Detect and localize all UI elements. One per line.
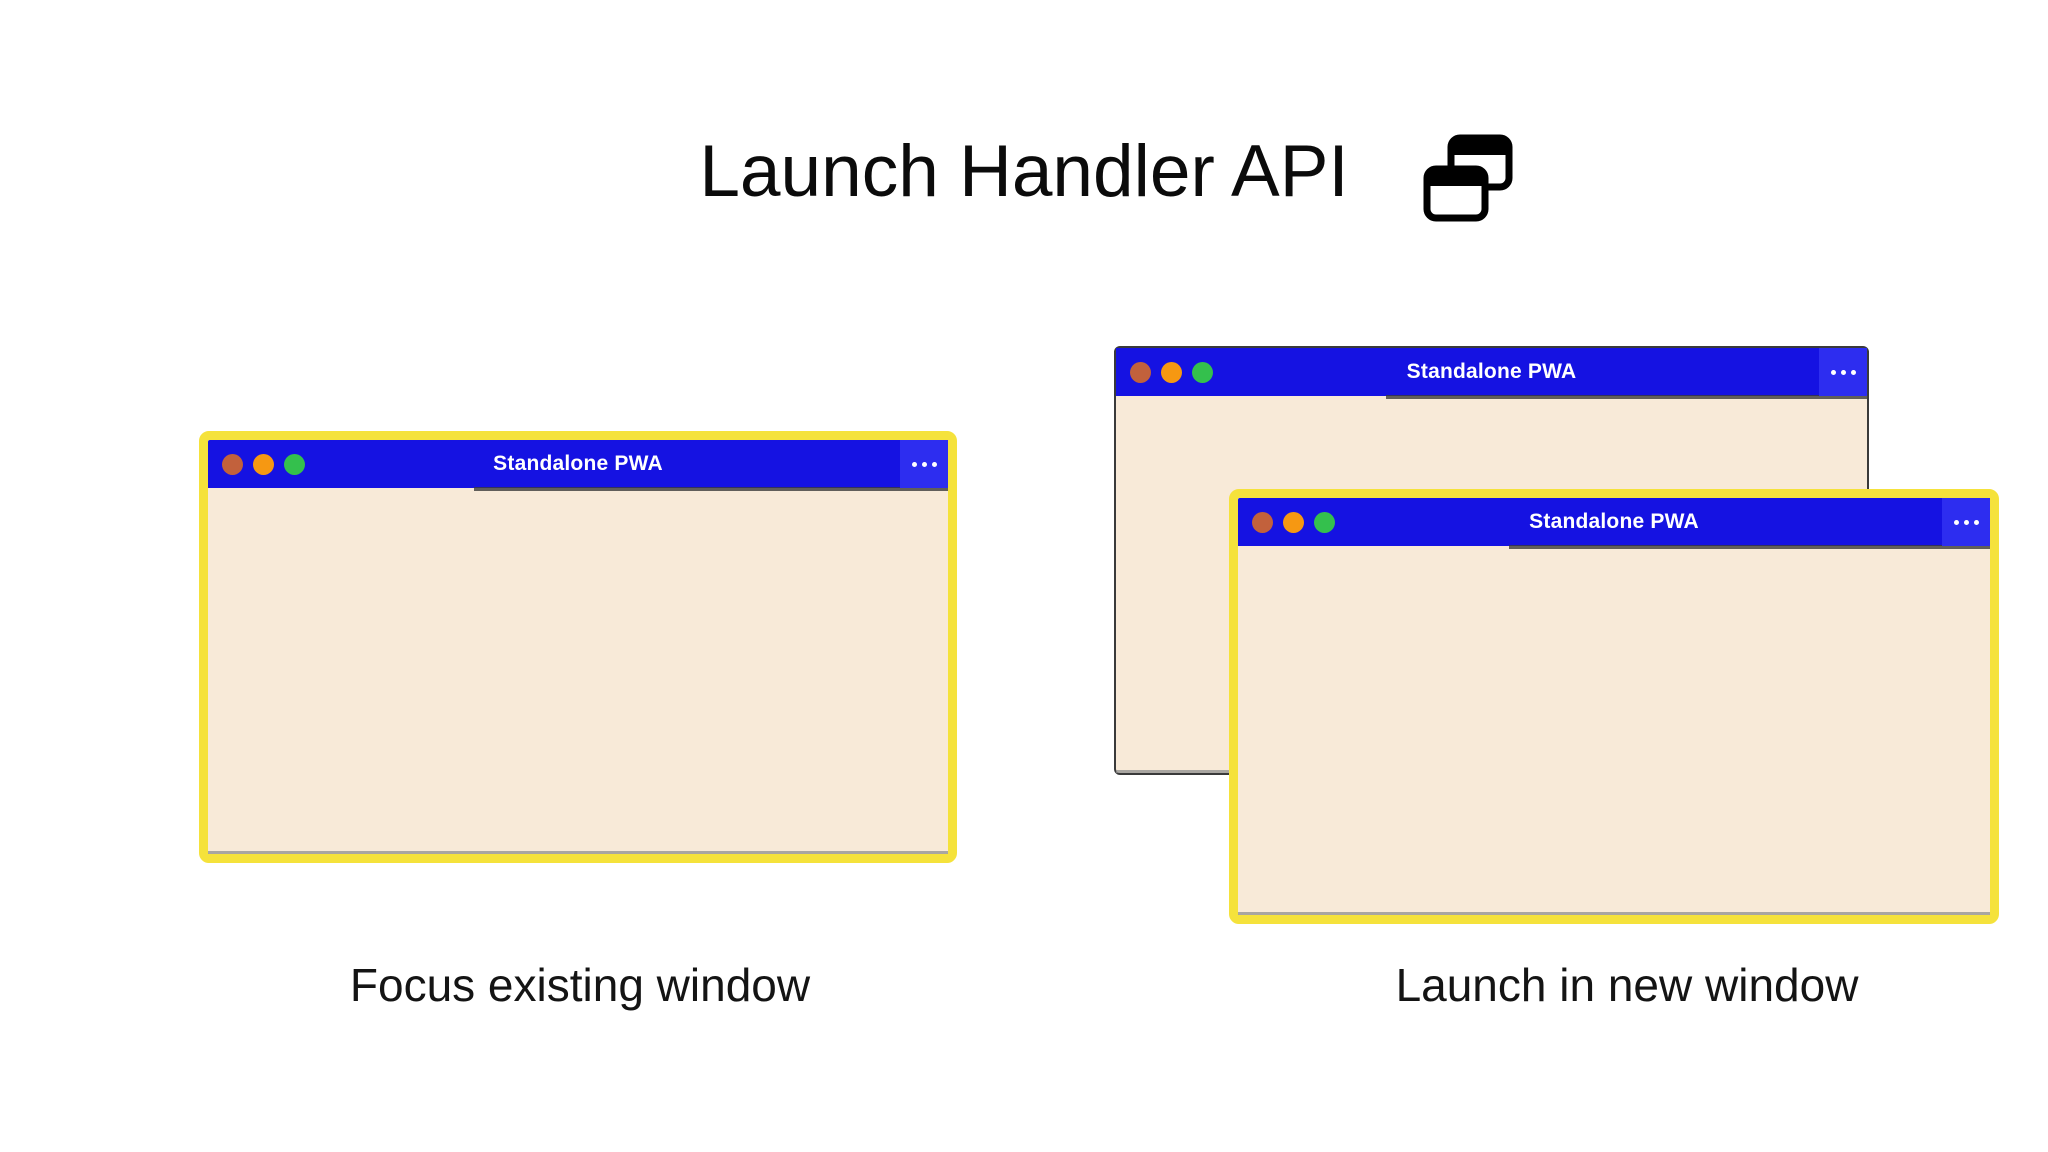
minimize-button-dot[interactable] (253, 453, 274, 475)
titlebar: Standalone PWA (1116, 348, 1867, 399)
ellipsis-icon[interactable] (1819, 348, 1867, 396)
overlapping-windows-icon (1423, 134, 1513, 222)
titlebar: Standalone PWA (1238, 498, 1990, 549)
titlebar: Standalone PWA (208, 440, 948, 491)
ellipsis-icon[interactable] (1942, 498, 1990, 546)
figure-title: Launch Handler API (699, 131, 1349, 212)
minimize-button-dot[interactable] (1283, 511, 1304, 533)
close-button-dot[interactable] (222, 453, 243, 475)
traffic-lights (1116, 361, 1213, 383)
titlebar-shadow (474, 487, 948, 491)
caption-focus-existing: Focus existing window (349, 959, 811, 1011)
window-title: Standalone PWA (1529, 510, 1699, 533)
caption-launch-new-window: Launch in new window (1395, 959, 1859, 1011)
titlebar-shadow (1508, 545, 1990, 549)
maximize-button-dot[interactable] (284, 453, 305, 475)
maximize-button-dot[interactable] (1192, 361, 1213, 383)
close-button-dot[interactable] (1252, 511, 1273, 533)
pwa-window-new: Standalone PWA (1229, 489, 1999, 924)
close-button-dot[interactable] (1130, 361, 1151, 383)
window-title: Standalone PWA (493, 452, 663, 475)
titlebar-shadow (1386, 395, 1867, 399)
maximize-button-dot[interactable] (1314, 511, 1335, 533)
minimize-button-dot[interactable] (1161, 361, 1182, 383)
ellipsis-icon[interactable] (900, 440, 948, 488)
traffic-lights (208, 453, 305, 475)
pwa-window-focused: Standalone PWA (199, 431, 957, 863)
window-title: Standalone PWA (1406, 360, 1577, 383)
traffic-lights (1238, 511, 1335, 533)
